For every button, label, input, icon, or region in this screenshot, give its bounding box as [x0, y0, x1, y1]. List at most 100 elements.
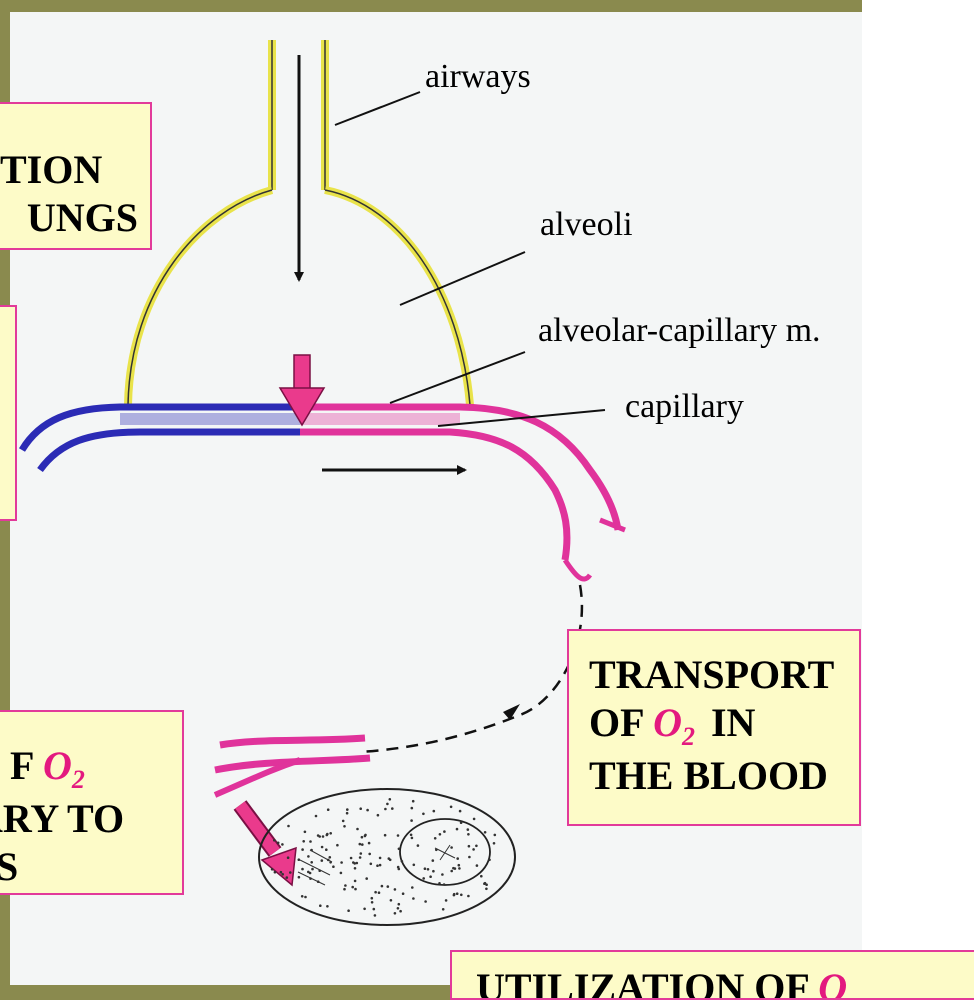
- cell-stipple-dot: [347, 909, 350, 912]
- cell-stipple-dot: [394, 912, 397, 915]
- cell-stipple-dot: [484, 831, 487, 834]
- cell-stipple-dot: [301, 848, 304, 851]
- cell-stipple-dot: [397, 834, 400, 837]
- cell-stipple-dot: [336, 844, 339, 847]
- cell-stipple-dot: [376, 864, 379, 867]
- cell-stipple-dot: [397, 907, 400, 910]
- o2-symbol: O: [818, 965, 847, 1000]
- cell-stipple-dot: [354, 867, 357, 870]
- cell-stipple-dot: [309, 840, 312, 843]
- cell-stipple-dot: [439, 833, 442, 836]
- cell-stipple-dot: [344, 884, 347, 887]
- cell-stipple-dot: [386, 803, 389, 806]
- cell-stipple-dot: [346, 808, 349, 811]
- cell-stipple-dot: [410, 834, 413, 837]
- cell-stipple-dot: [286, 876, 289, 879]
- cell-stipple-dot: [360, 852, 363, 855]
- cell-stipple-dot: [429, 875, 432, 878]
- cell-stipple-dot: [476, 864, 479, 867]
- cell-stipple-dot: [401, 860, 404, 863]
- cell-stipple-dot: [340, 861, 343, 864]
- cell-stipple-dot: [325, 848, 328, 851]
- cell-stipple-dot: [354, 880, 357, 883]
- cell-stipple-dot: [387, 885, 390, 888]
- cell-stipple-dot: [443, 830, 446, 833]
- cell-stipple-dot: [398, 903, 401, 906]
- cell-stipple-dot: [359, 843, 362, 846]
- cell-stipple-dot: [413, 864, 416, 867]
- cell-stipple-dot: [494, 834, 497, 837]
- cell-stipple-dot: [281, 843, 284, 846]
- cell-stipple-dot: [353, 862, 356, 865]
- cell-stipple-dot: [456, 892, 459, 895]
- cell-stipple-dot: [458, 864, 461, 867]
- cell-stipple-dot: [488, 859, 491, 862]
- cell-stipple-dot: [350, 857, 353, 860]
- cell-stipple-dot: [411, 886, 414, 889]
- cell-stipple-dot: [379, 864, 382, 867]
- diffusion-box: F O2 ARY TO S: [0, 710, 184, 895]
- cell-stipple-dot: [366, 809, 369, 812]
- cell-stipple-dot: [493, 842, 496, 845]
- cell-stipple-dot: [480, 875, 483, 878]
- cell-stipple-dot: [364, 834, 367, 837]
- cell-stipple-dot: [424, 900, 427, 903]
- cell-stipple-dot: [452, 867, 455, 870]
- cell-stipple-dot: [304, 896, 307, 899]
- cell-stipple-dot: [458, 867, 461, 870]
- cell-stipple-dot: [343, 888, 346, 891]
- cell-stipple-dot: [287, 825, 290, 828]
- cell-stipple-dot: [271, 868, 274, 871]
- cell-stipple-dot: [422, 813, 425, 816]
- cell-stipple-dot: [424, 867, 427, 870]
- cell-stipple-dot: [434, 837, 437, 840]
- cell-stipple-dot: [298, 876, 301, 879]
- cell-stipple-dot: [274, 871, 277, 874]
- cell-stipple-dot: [485, 888, 488, 891]
- cell-stipple-dot: [402, 892, 405, 895]
- cell-stipple-dot: [468, 856, 471, 859]
- cell-stipple-dot: [322, 835, 325, 838]
- cell-stipple-dot: [377, 814, 380, 817]
- cell-stipple-dot: [432, 859, 435, 862]
- cell-stipple-dot: [277, 842, 280, 845]
- cell-stipple-dot: [412, 800, 415, 803]
- o2-symbol: O2: [653, 700, 695, 745]
- cell-stipple-dot: [315, 815, 318, 818]
- cell-stipple-dot: [379, 857, 382, 860]
- cell-stipple-dot: [311, 868, 314, 871]
- cell-stipple-dot: [412, 897, 415, 900]
- cell-stipple-dot: [287, 856, 290, 859]
- cell-stipple-dot: [359, 807, 362, 810]
- cell-stipple-dot: [359, 856, 362, 859]
- cell-stipple-dot: [450, 806, 453, 809]
- cell-stipple-dot: [473, 818, 476, 821]
- cell-stipple-dot: [373, 908, 376, 911]
- cell-stipple-dot: [371, 897, 374, 900]
- cell-stipple-dot: [326, 834, 329, 837]
- cell-stipple-dot: [370, 863, 373, 866]
- cell-stipple-dot: [280, 871, 283, 874]
- cell-stipple-dot: [368, 853, 371, 856]
- cell-stipple-dot: [309, 872, 312, 875]
- cell-stipple-dot: [467, 833, 470, 836]
- cell-stipple-dot: [399, 910, 402, 913]
- cell-stipple-dot: [310, 861, 313, 864]
- cell-stipple-dot: [417, 844, 420, 847]
- cell-stipple-dot: [456, 828, 459, 831]
- cell-stipple-dot: [342, 820, 345, 823]
- cell-stipple-dot: [432, 870, 435, 873]
- cell-stipple-dot: [319, 904, 322, 907]
- cell-stipple-dot: [460, 894, 463, 897]
- cell-stipple-dot: [317, 834, 320, 837]
- label-alveolar-capillary-membrane: alveolar-capillary m.: [538, 314, 821, 348]
- label-alveoli: alveoli: [540, 208, 633, 242]
- cell-stipple-dot: [368, 842, 371, 845]
- cell-stipple-dot: [327, 808, 330, 811]
- paper-top-right-white: [862, 0, 974, 985]
- cell-stipple-dot: [361, 843, 364, 846]
- label-capillary: capillary: [625, 390, 744, 424]
- o2-symbol: O2: [43, 743, 85, 788]
- cell-stipple-dot: [321, 859, 324, 862]
